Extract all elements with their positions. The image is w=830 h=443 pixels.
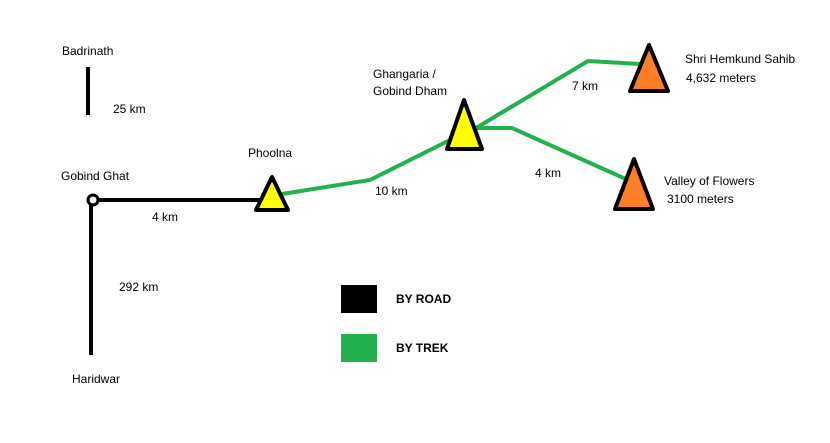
trek-ghangaria-valley	[476, 126, 629, 182]
valley-marker-icon	[613, 157, 655, 211]
legend-trek-label: BY TREK	[396, 341, 449, 355]
distance-gobind-badrinath: 25 km	[113, 102, 146, 116]
distance-gobind-phoolna: 4 km	[152, 210, 179, 224]
legend-trek-swatch	[341, 334, 377, 362]
badrinath-label: Badrinath	[62, 44, 114, 58]
phoolna-label: Phoolna	[248, 146, 293, 160]
valley-name-label: Valley of Flowers	[664, 174, 755, 188]
valley-altitude-label: 3100 meters	[667, 192, 734, 206]
trek-ghangaria-hemkund	[474, 58, 641, 130]
ghangaria-label-line2: Gobind Dham	[373, 84, 448, 98]
phoolna-marker-icon	[254, 175, 290, 212]
legend-road-label: BY ROAD	[396, 292, 452, 306]
distance-ghangaria-valley: 4 km	[535, 166, 562, 180]
hemkund-marker-icon	[628, 43, 670, 93]
trek-phoolna-ghangaria	[281, 133, 461, 196]
distance-gobind-haridwar: 292 km	[119, 280, 159, 294]
junction-icon	[86, 193, 100, 207]
ghangaria-marker-icon	[445, 98, 484, 151]
distance-phoolna-ghangaria: 10 km	[375, 184, 408, 198]
ghangaria-label-line1: Ghangaria /	[373, 67, 436, 81]
haridwar-label: Haridwar	[72, 372, 121, 386]
hemkund-name-label: Shri Hemkund Sahib	[685, 52, 796, 66]
distance-ghangaria-hemkund: 7 km	[572, 79, 599, 93]
legend-road-swatch	[341, 285, 377, 313]
hemkund-altitude-label: 4,632 meters	[686, 71, 757, 85]
gobind-ghat-label: Gobind Ghat	[61, 169, 130, 183]
